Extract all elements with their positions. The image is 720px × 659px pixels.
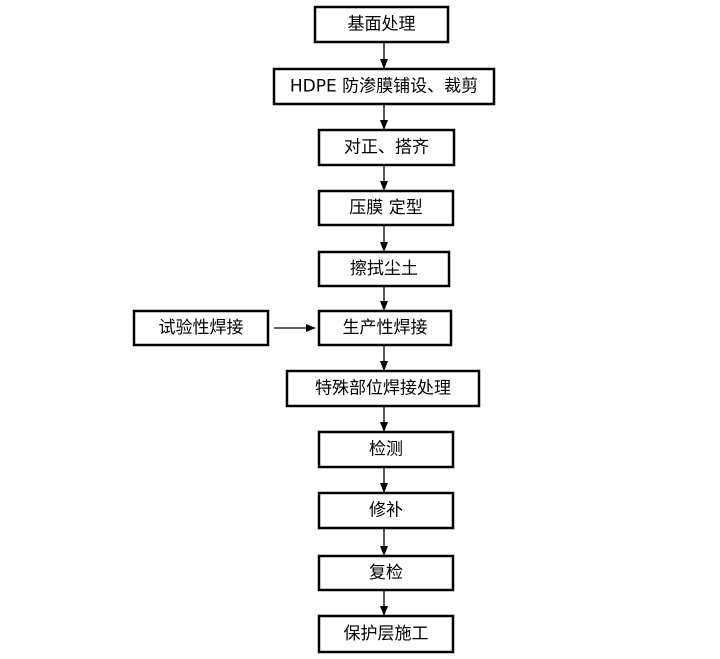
step-box xyxy=(317,614,455,654)
connectors xyxy=(274,42,388,616)
step-label: 试验性焊接 xyxy=(159,318,244,338)
step-box xyxy=(317,189,455,227)
step-s3: 对正、搭齐 xyxy=(317,128,456,167)
step-label: 复检 xyxy=(369,563,403,583)
step-box xyxy=(317,554,455,592)
step-box xyxy=(317,309,453,347)
step-s8: 检测 xyxy=(317,430,455,469)
step-label: 保护层施工 xyxy=(344,624,429,644)
step-box xyxy=(317,128,456,167)
step-label: 特殊部位焊接处理 xyxy=(315,379,451,399)
step-label: 擦拭尘土 xyxy=(350,259,418,279)
step-box xyxy=(272,67,496,106)
step-label: 修补 xyxy=(369,501,403,521)
step-box xyxy=(132,309,270,347)
step-box xyxy=(317,430,455,469)
step-label: 检测 xyxy=(369,440,403,460)
step-label: HDPE 防渗膜铺设、裁剪 xyxy=(290,77,478,97)
step-s5: 擦拭尘土 xyxy=(317,250,451,288)
step-label: 对正、搭齐 xyxy=(344,138,429,158)
step-s4: 压膜 定型 xyxy=(317,189,455,227)
step-label: 基面处理 xyxy=(348,15,416,35)
step-side: 试验性焊接 xyxy=(132,309,270,347)
step-s9: 修补 xyxy=(317,491,455,530)
step-s10: 复检 xyxy=(317,554,455,592)
step-box xyxy=(285,369,481,408)
step-box xyxy=(313,5,450,44)
step-s7: 特殊部位焊接处理 xyxy=(285,369,481,408)
step-s2: HDPE 防渗膜铺设、裁剪 xyxy=(272,67,496,106)
step-box xyxy=(317,250,451,288)
step-s11: 保护层施工 xyxy=(317,614,455,654)
step-label: 生产性焊接 xyxy=(343,318,428,338)
step-box xyxy=(317,491,455,530)
step-s6: 生产性焊接 xyxy=(317,309,453,347)
step-label: 压膜 定型 xyxy=(349,198,422,218)
step-s1: 基面处理 xyxy=(313,5,450,44)
